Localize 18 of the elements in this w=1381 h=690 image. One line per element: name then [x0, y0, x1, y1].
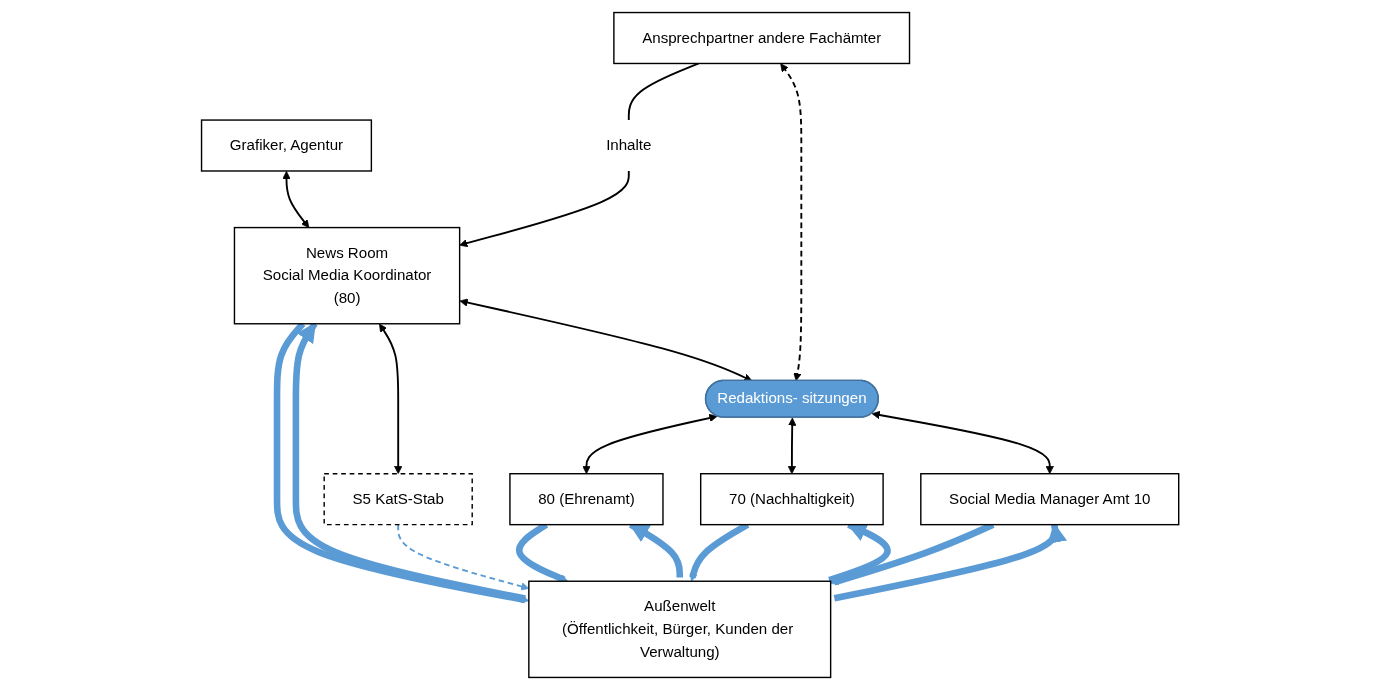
arrow — [788, 417, 797, 475]
node-text: Inhalte — [606, 137, 652, 154]
node-box: Social Media Manager Amt 10 — [920, 473, 1180, 526]
node-box: S5 KatS-Stab — [323, 473, 474, 526]
arrow — [780, 63, 803, 382]
arrow — [872, 410, 1055, 475]
arrow — [379, 323, 403, 475]
arrow — [582, 413, 718, 475]
node-box: Grafiker, Agentur — [201, 119, 373, 172]
arrow — [282, 171, 310, 228]
arrow — [459, 170, 631, 248]
node-box: Außenwelt (Öffentlichkeit, Bürger, Kunden der Verwaltung) — [528, 580, 832, 679]
node-box: 70 (Nachhaltigkeit) — [700, 473, 885, 526]
node-box: News Room Social Media Koordinator (80) — [234, 226, 461, 325]
arrow — [460, 298, 753, 382]
node-box: 80 (Ehrenamt) — [509, 473, 665, 526]
node-box: Ansprechpartner andere Fachämter — [613, 11, 911, 65]
arrow — [397, 523, 530, 591]
